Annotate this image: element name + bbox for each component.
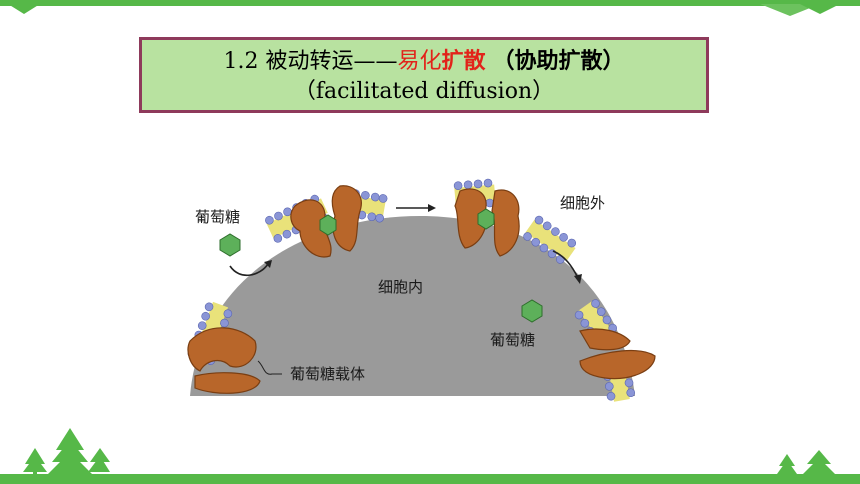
- label-inside-cell: 细胞内: [378, 278, 423, 296]
- label-glucose-carrier: 葡萄糖载体: [290, 365, 365, 383]
- title-number: 1.2: [223, 49, 259, 74]
- glucose-carrier-proteins: [187, 185, 656, 394]
- label-glucose-right: 葡萄糖: [490, 331, 535, 349]
- bottom-decorative-bar: [0, 474, 860, 484]
- glucose-molecules: [219, 208, 543, 323]
- transport-arrows: [229, 207, 579, 279]
- arrow-heads: [264, 204, 582, 284]
- label-outside-cell: 细胞外: [560, 194, 605, 212]
- title-prefix: 被动转运——: [265, 49, 398, 74]
- slide-title: 1.2 被动转运——易化扩散 （协助扩散）: [142, 46, 706, 77]
- top-decorative-bar: [0, 0, 860, 16]
- title-highlight-b: 扩散: [441, 48, 486, 74]
- title-paren: （协助扩散）: [492, 48, 625, 74]
- title-english: （facilitated diffusion）: [293, 79, 555, 104]
- facilitated-diffusion-diagram: 葡萄糖 细胞外 细胞内 葡萄糖 葡萄糖载体: [160, 156, 673, 414]
- tree-decoration-left: [23, 428, 110, 476]
- carrier-leader-line: [257, 360, 282, 375]
- label-glucose-left: 葡萄糖: [195, 208, 240, 226]
- tree-decoration-right: [777, 450, 835, 474]
- slide-title-box: 1.2 被动转运——易化扩散 （协助扩散） （facilitated diffu…: [139, 37, 709, 113]
- title-highlight-a: 易化: [397, 49, 442, 74]
- cytoplasm-region: [190, 216, 635, 396]
